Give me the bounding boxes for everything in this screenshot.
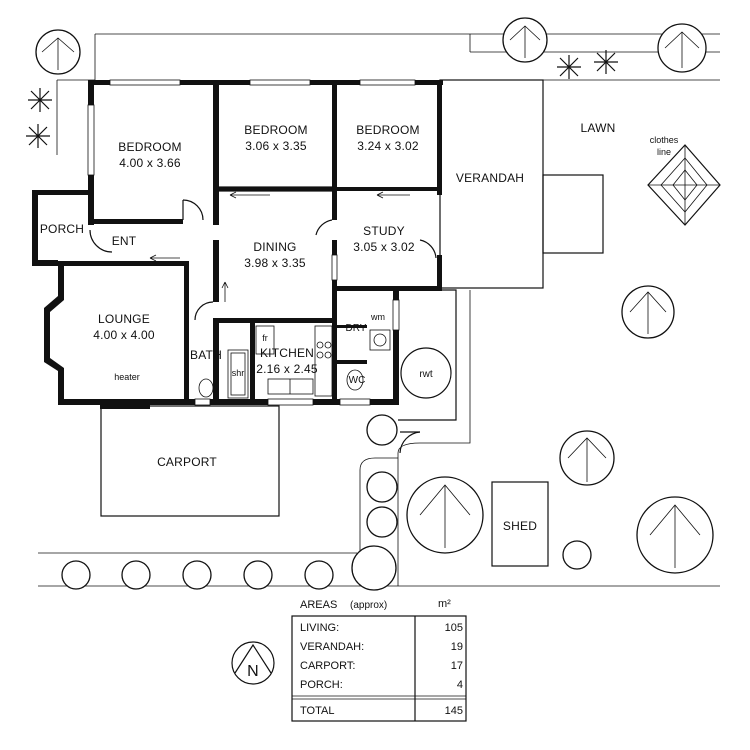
palm [28,88,52,112]
kitchen-dims: 2.16 x 2.45 [256,362,318,376]
windows [87,79,416,406]
palm [557,55,581,79]
fixtures [198,325,391,399]
tree [559,430,615,486]
tree [621,285,675,339]
kitchen-name: KITCHEN [260,346,314,360]
verandah-name: VERANDAH [456,171,524,185]
tree [502,17,548,63]
palm [26,124,50,148]
bedroom1-name: BEDROOM [118,140,181,154]
areas-title: AREAS [300,599,337,611]
study-name: STUDY [363,224,405,238]
washer-label: wm [370,312,385,322]
carport [100,405,280,517]
tree [35,29,81,75]
tree [182,560,212,590]
north-label: N [247,663,259,680]
shower-label: shr [232,368,245,378]
rwt-label: rwt [419,369,433,380]
area-total-label: TOTAL [300,705,334,717]
tree [351,545,397,591]
tree [304,560,334,590]
bedroom2-name: BEDROOM [244,123,307,137]
trees [26,17,714,591]
area-row-value-verandah: 19 [451,641,463,653]
tree [243,560,273,590]
tree [121,560,151,590]
areas-unit: m² [438,598,451,610]
tree [61,560,91,590]
rainwater-tank [400,347,452,399]
area-row-value-porch: 4 [457,679,463,691]
shed-name: SHED [503,519,537,533]
site-boundaries [38,33,720,587]
clothesline-label-1: clothes [650,135,679,145]
wall-arrows [149,191,410,302]
tree [562,540,592,570]
carport-name: CARPORT [157,455,217,469]
tree [406,476,484,554]
dining-name: DINING [253,240,296,254]
bedroom2-dims: 3.06 x 3.35 [245,139,307,153]
clothesline-label-2: line [657,147,671,157]
bedroom3-name: BEDROOM [356,123,419,137]
area-row-label-verandah: VERANDAH: [300,641,364,653]
area-row-label-carport: CARPORT: [300,660,355,672]
area-row-label-porch: PORCH: [300,679,343,691]
bath-name: BATH [190,348,222,362]
clothesline [647,144,721,226]
fridge-label: fr [262,333,268,343]
heater-label: heater [114,372,140,382]
laundry-name: DRY [346,323,367,334]
room-labels: BEDROOM 4.00 x 3.66 BEDROOM 3.06 x 3.35 … [40,121,679,680]
tree [366,414,398,446]
palm [594,50,618,74]
north-arrow [231,641,275,685]
area-total-value: 145 [445,705,463,717]
tree [657,23,707,73]
study-dims: 3.05 x 3.02 [353,240,415,254]
bedroom3-dims: 3.24 x 3.02 [357,139,419,153]
porch-name: PORCH [40,222,84,236]
shed [491,481,549,567]
tree [636,496,714,574]
tree [366,506,398,538]
lounge-name: LOUNGE [98,312,150,326]
tree [366,471,398,503]
area-row-value-carport: 17 [451,660,463,672]
lawn-label: LAWN [580,121,615,135]
area-row-label-living: LIVING: [300,622,339,634]
bedroom1-dims: 4.00 x 3.66 [119,156,181,170]
area-row-value-living: 105 [445,622,463,634]
lounge-dims: 4.00 x 4.00 [93,328,155,342]
door-swings [89,199,437,454]
side-path [359,290,471,586]
areas-table: AREAS (approx) m² LIVING: 105 VERANDAH: … [291,598,467,722]
toilet-name: WC [349,375,366,386]
areas-title-suffix: (approx) [350,600,387,611]
entry-name: ENT [112,234,137,248]
dining-dims: 3.98 x 3.35 [244,256,306,270]
